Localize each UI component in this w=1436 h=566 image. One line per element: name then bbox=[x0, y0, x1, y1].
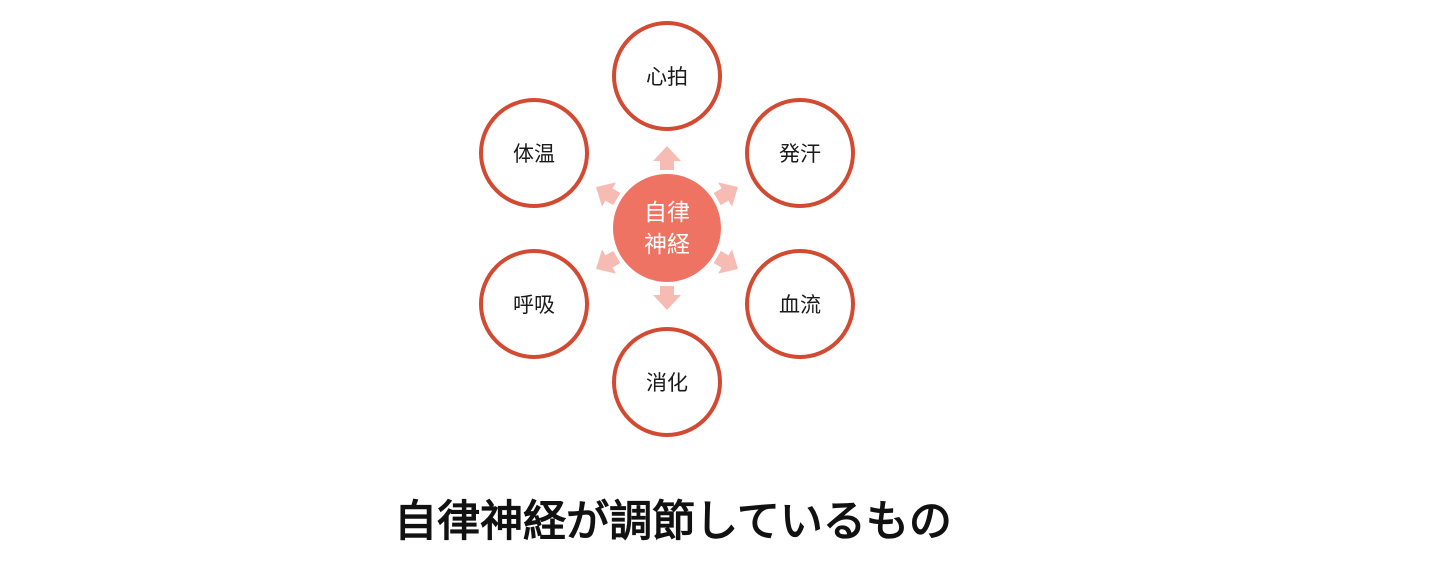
node-body-temperature: 体温 bbox=[479, 98, 589, 208]
node-blood-flow: 血流 bbox=[745, 249, 855, 359]
arrow-to-breathing bbox=[596, 249, 621, 274]
diagram-caption: 自律神経が調節しているもの bbox=[394, 497, 952, 547]
arrow-to-sweating bbox=[713, 182, 738, 207]
node-label-heartbeat: 心拍 bbox=[646, 65, 688, 89]
node-label-digestion: 消化 bbox=[646, 371, 688, 395]
center-circle bbox=[613, 174, 721, 282]
node-label-sweating: 発汗 bbox=[779, 142, 821, 166]
node-digestion: 消化 bbox=[612, 327, 722, 437]
arrow-to-blood-flow bbox=[713, 249, 738, 274]
arrow-to-digestion bbox=[653, 286, 681, 310]
arrows-group bbox=[596, 146, 738, 310]
node-label-blood-flow: 血流 bbox=[779, 293, 821, 317]
node-sweating: 発汗 bbox=[745, 98, 855, 208]
center-label-line2: 神経 bbox=[644, 232, 690, 258]
node-heartbeat: 心拍 bbox=[612, 21, 722, 131]
center-label-line1: 自律 bbox=[644, 200, 690, 226]
arrow-to-heartbeat bbox=[653, 146, 681, 170]
node-label-breathing: 呼吸 bbox=[513, 293, 555, 317]
arrow-to-body-temperature bbox=[596, 182, 621, 207]
node-label-body-temperature: 体温 bbox=[513, 142, 555, 166]
node-breathing: 呼吸 bbox=[479, 249, 589, 359]
